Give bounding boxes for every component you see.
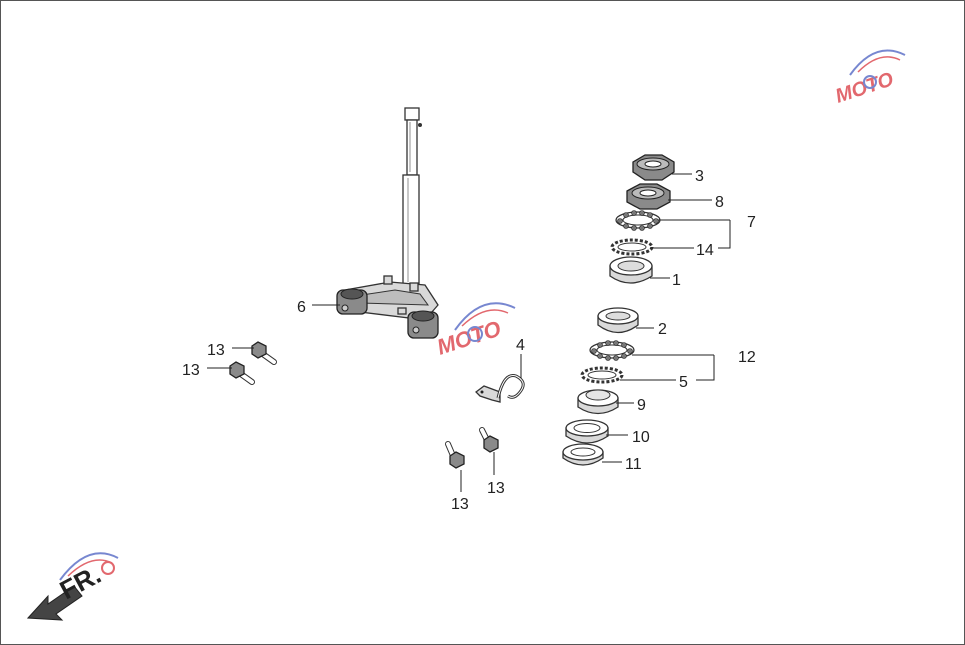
washer-part bbox=[562, 443, 604, 466]
callout-14: 14 bbox=[696, 242, 714, 259]
watermark-logo-bottom-left bbox=[59, 552, 119, 581]
upper-cone-race-part bbox=[609, 256, 653, 284]
front-direction-arrow-icon: FR. bbox=[26, 559, 106, 621]
bolt-part-a bbox=[251, 341, 277, 365]
bolt-part-c bbox=[445, 441, 465, 469]
callout-5: 5 bbox=[679, 374, 688, 391]
callout-6: 6 bbox=[297, 299, 306, 316]
callout-10: 10 bbox=[632, 429, 650, 446]
upper-ball-bearing-part bbox=[615, 210, 661, 231]
bottom-cone-race-part bbox=[577, 389, 619, 415]
callout-13-bottom-right: 13 bbox=[487, 480, 505, 497]
bolt-part-d bbox=[479, 427, 499, 453]
hose-clip-bracket-part bbox=[475, 373, 525, 403]
callout-13-upper-left: 13 bbox=[207, 342, 225, 359]
adjusting-nut-part bbox=[626, 183, 671, 210]
callout-8: 8 bbox=[715, 194, 724, 211]
bolt-part-b bbox=[229, 361, 255, 385]
callout-9: 9 bbox=[637, 397, 646, 414]
callout-4: 4 bbox=[516, 337, 525, 354]
callout-2: 2 bbox=[658, 321, 667, 338]
svg-text:MOTO: MOTO bbox=[833, 68, 897, 107]
dust-seal-part bbox=[565, 419, 609, 444]
steering-stem-part bbox=[336, 107, 439, 339]
callout-13-bottom-left: 13 bbox=[451, 496, 469, 513]
lock-nut-part bbox=[632, 154, 675, 181]
upper-retainer-ring-part bbox=[610, 238, 654, 256]
callout-11: 11 bbox=[625, 456, 642, 473]
watermark-logo-top-right: MOTO bbox=[833, 49, 906, 108]
callout-13-lower-left: 13 bbox=[182, 362, 200, 379]
lower-ball-bearing-part bbox=[589, 340, 635, 361]
leader-lines bbox=[207, 173, 731, 492]
callout-1: 1 bbox=[672, 272, 681, 289]
callout-12: 12 bbox=[738, 349, 756, 366]
watermark-logo-center: MOTO bbox=[434, 302, 516, 360]
callout-labels: 3 8 7 14 1 6 2 12 5 9 10 11 4 13 13 13 1… bbox=[182, 168, 756, 513]
lower-retainer-ring-part bbox=[580, 366, 624, 384]
callout-7: 7 bbox=[747, 214, 756, 231]
callout-3: 3 bbox=[695, 168, 704, 185]
lower-upper-race-part bbox=[597, 307, 639, 334]
